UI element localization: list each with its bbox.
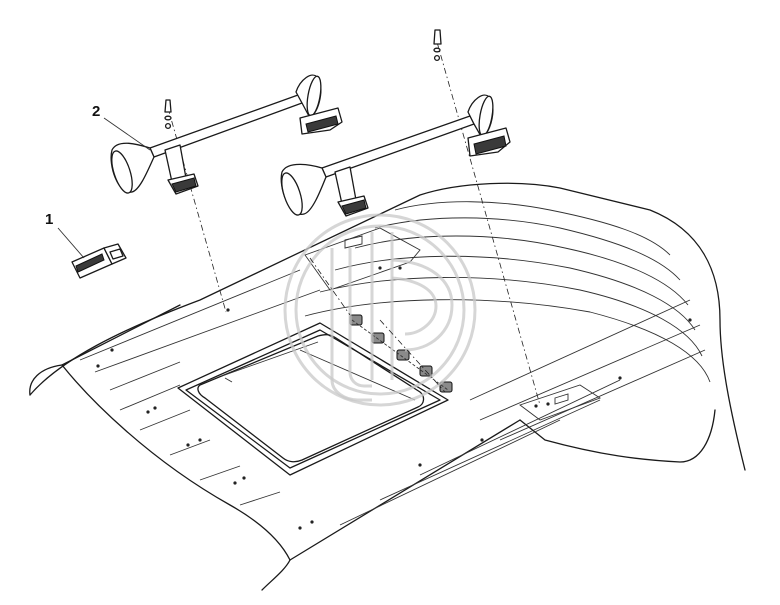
cab-roof bbox=[29, 182, 746, 591]
roof-holes bbox=[96, 266, 692, 530]
assembly-lines bbox=[167, 41, 541, 406]
fastener-right bbox=[433, 29, 442, 62]
electrical-connector bbox=[71, 243, 127, 279]
air-horn-left bbox=[110, 74, 343, 195]
fastener-left bbox=[164, 99, 172, 130]
air-horn-right bbox=[280, 94, 511, 217]
mounting-clips bbox=[349, 314, 453, 393]
sunroof-hatch bbox=[177, 322, 449, 476]
watermark-logo-icon bbox=[283, 213, 477, 407]
callout-1-label: 1 bbox=[45, 211, 53, 228]
callout-leaders bbox=[57, 117, 151, 259]
callout-2-label: 2 bbox=[92, 103, 100, 120]
